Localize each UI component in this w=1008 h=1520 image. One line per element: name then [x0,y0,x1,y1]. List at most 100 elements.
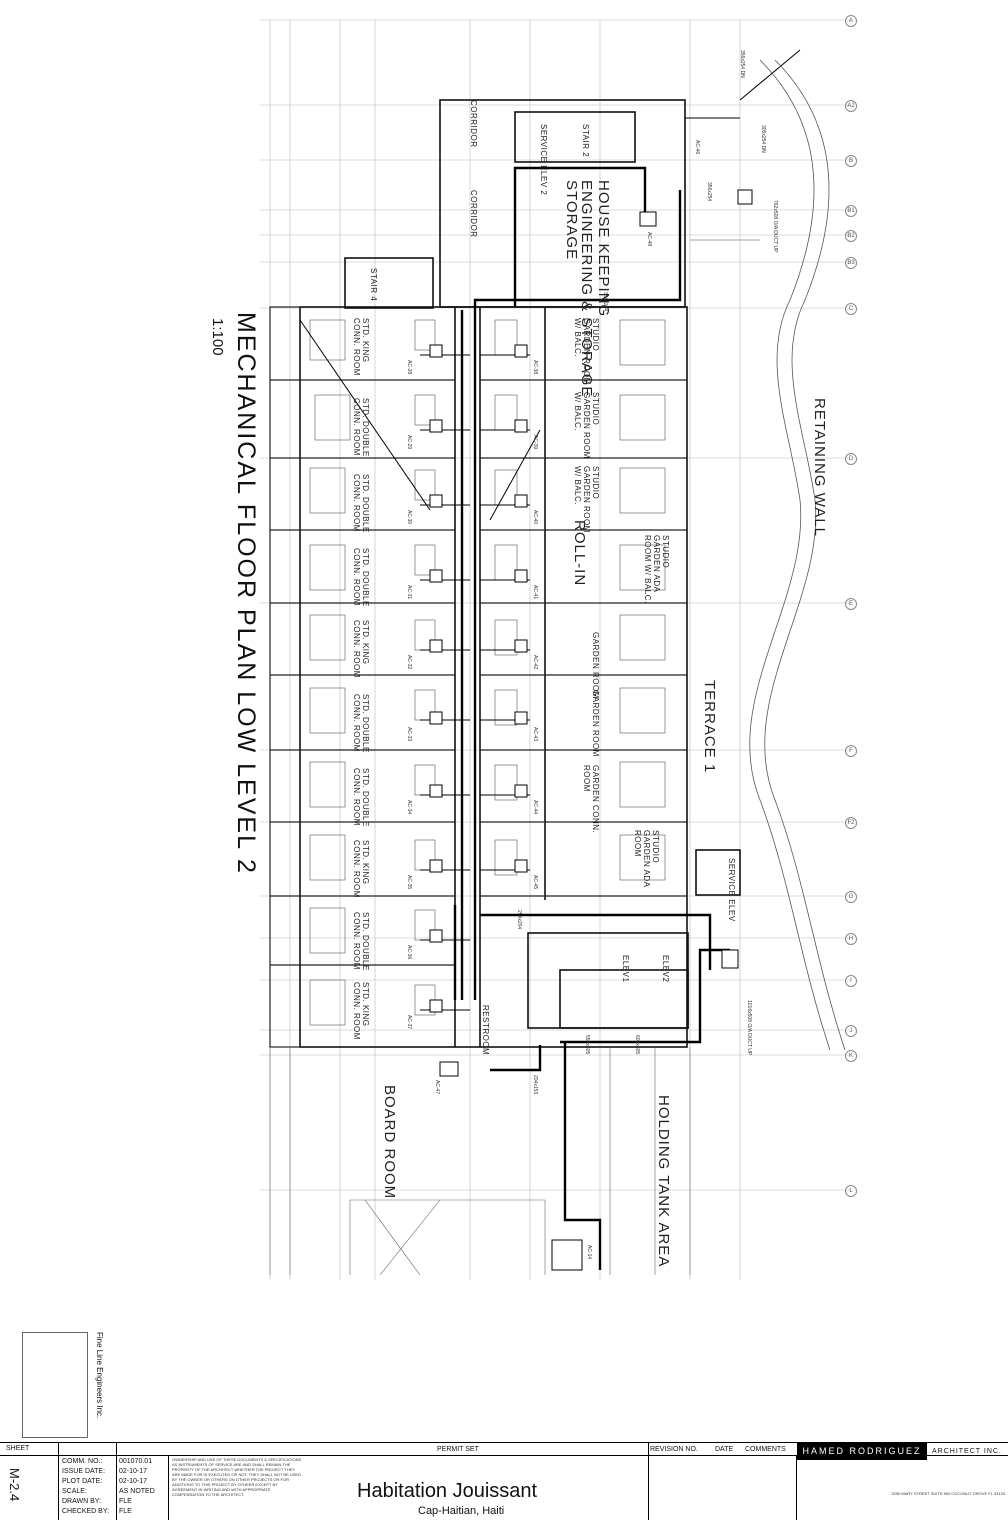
grid-bubble: K [845,1050,857,1062]
ac-tag: AC-37 [406,1015,412,1030]
duct-size-label: 305x254 DN [760,125,766,153]
grid-bubble: G [845,891,857,903]
grid-bubble: F2 [845,817,857,829]
unit-label: GARDEN CONN. ROOM [582,765,600,834]
ac-tag: AC-33 [406,727,412,742]
unit-label: STD. DOUBLE CONN. ROOM [352,548,370,607]
duct-size-label: 356x254 [706,182,712,202]
ac-tag: AC-34 [406,800,412,815]
lower-site-lines [269,1047,691,1276]
ac-tag: AC-29 [406,435,412,450]
ac-tag: AC-14 [586,1245,592,1260]
unit-label: GARDEN ROOM [591,690,600,757]
room-label: TERRACE 1 [701,680,718,774]
room-label: STAIR 2 [581,124,590,158]
grid-bubble: H [845,933,857,945]
sheet-number: M-2.4 [7,1468,22,1502]
revision-label: REVISION NO. [650,1446,698,1453]
checked-by-label: CHECKED BY: [62,1508,110,1515]
duct-size-label: 356x254 DN [739,50,745,78]
unit-label: STD. DOUBLE CONN. ROOM [352,768,370,827]
left-unit-partitions [269,306,455,1048]
grid-lines [260,19,850,1280]
unit-label: STUDIO GARDEN ADA ROOM [633,830,660,888]
duct-size-label: 356x204 [602,292,608,312]
room-label: RESTROOM [481,1005,490,1056]
ac-tag: AC-48 [646,232,652,247]
duct-size-label: 609x305 [634,1035,640,1055]
drawing-scale: 1:100 [209,318,226,356]
room-label: BOARD ROOM [381,1085,398,1200]
title-block: SHEET PERMIT SET REVISION NO. DATE COMME… [0,1442,1008,1520]
drawn-by: FLE [119,1498,132,1505]
date-label: DATE [715,1446,734,1453]
supply-ductwork [453,166,730,1270]
ac-tag: AC-44 [532,800,538,815]
scale-value: AS NOTED [119,1488,155,1495]
ac-units [429,189,753,1271]
room-label: CORRIDOR [469,190,478,238]
unit-label: STD. DOUBLE CONN. ROOM [352,398,370,457]
drawing-title: MECHANICAL FLOOR PLAN LOW LEVEL 2 [232,312,260,875]
unit-label: STUDIO GARDEN ADA ROOM W/ BALC. [643,535,670,604]
ac-tag: AC-42 [532,655,538,670]
firm-logo-suffix: ARCHITECT INC. [932,1448,1002,1455]
ac-tag: AC-28 [406,360,412,375]
sheet-label: SHEET [6,1445,30,1452]
duct-size-label: 1016x508 O/A DUCT UP [746,1000,752,1056]
project-location: Cap-Haitian, Haiti [418,1505,505,1517]
grid-bubble: A [845,15,857,27]
ac-tag: AC-41 [532,585,538,600]
unit-label: STD. KING CONN. ROOM [352,620,370,678]
project-name: Habitation Jouissant [357,1480,538,1502]
firm-address: 3250 MARY STREET SUITE 500 COCONUT GROVE… [891,1491,1005,1496]
ac-tag: AC-35 [406,875,412,890]
room-label: CORRIDOR [469,100,478,148]
room-label: ELEV2 [661,955,670,983]
duct-size-label: 254x204 [516,910,522,930]
unit-label: STUDIO GARDEN ROOM W/ BALC. [573,392,600,459]
grid-bubble: B1 [845,205,857,217]
ac-tag: AC-36 [406,945,412,960]
plot-date: 02-10-17 [119,1478,148,1485]
ac-tag: AC-46 [694,140,700,155]
ac-tag: AC-32 [406,655,412,670]
grid-bubble: B2 [845,230,857,242]
unit-label: STD. KING CONN. ROOM [352,982,370,1040]
room-label: STORAGE [563,180,580,261]
unit-label: STUDIO GARDEN ROOM W/ BALC. [573,466,600,533]
ac-tag: AC-39 [532,435,538,450]
room-label: RETAINING WALL [811,398,828,538]
unit-label: STD. DOUBLE CONN. ROOM [352,474,370,533]
duct-size-label: 559x305 [584,1035,590,1055]
unit-label: STD. DOUBLE CONN. ROOM [352,912,370,971]
room-label: SERVICE ELEV [727,858,736,922]
comments-label: COMMENTS [745,1446,786,1453]
plot-date-label: PLOT DATE: [62,1478,103,1485]
room-label: STAIR 4 [369,268,378,302]
duct-size-label: 762x508 O/A DUCT UP [772,200,778,253]
retaining-wall-curve [690,59,846,1051]
permit-set-label: PERMIT SET [437,1446,479,1453]
comm-no: 001070.01 [119,1458,153,1465]
room-label: HOLDING TANK AREA [655,1095,672,1268]
unit-label: STD. DOUBLE CONN. ROOM [352,694,370,753]
ac-tag: AC-43 [532,727,538,742]
grid-bubble: B3 [845,257,857,269]
issue-date-label: ISSUE DATE: [62,1468,106,1475]
unit-label: STD. KING CONN. ROOM [352,318,370,376]
furniture [309,319,666,1026]
ac-tag: AC-47 [434,1080,440,1095]
checked-by: FLE [119,1508,132,1515]
unit-label: STD. KING CONN. ROOM [352,840,370,898]
room-label: SERVICE ELEV 2 [539,124,548,196]
engineer-name: Fine Line Engineers Inc. [95,1332,104,1419]
grid-bubble: F [845,745,857,757]
ac-tag: AC-38 [532,360,538,375]
grid-bubble: J [845,1025,857,1037]
ac-tag: AC-30 [406,510,412,525]
grid-bubble: L [845,1185,857,1197]
issue-date: 02-10-17 [119,1468,148,1475]
grid-bubble: E [845,598,857,610]
grid-bubble: B [845,155,857,167]
